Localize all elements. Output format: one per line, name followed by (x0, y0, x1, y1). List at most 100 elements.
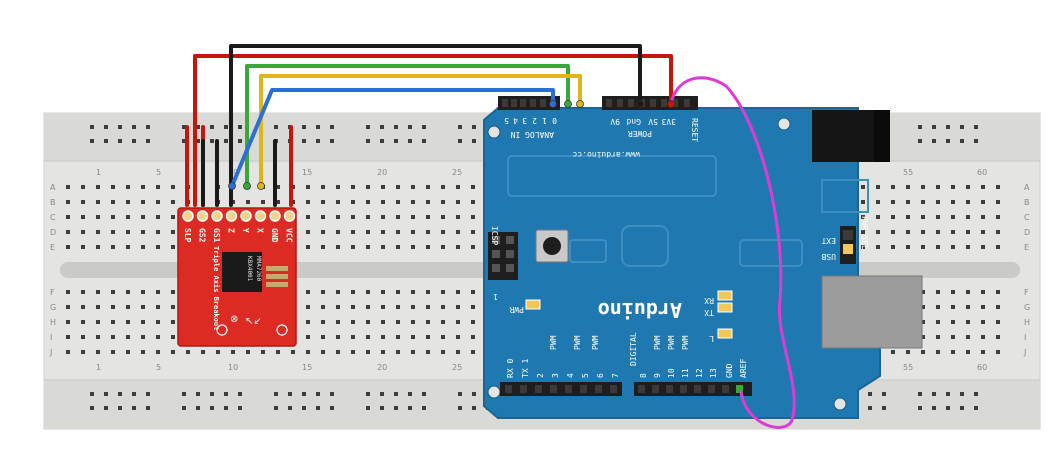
breadboard-hole (906, 245, 910, 249)
breadboard-hole (366, 320, 370, 324)
pwm-label: PWM (591, 335, 600, 350)
breadboard-hole (441, 185, 445, 189)
z-axis-wire (230, 88, 555, 188)
breadboard-hole (210, 406, 214, 410)
breadboard-hole (224, 125, 228, 129)
breadboard-hole (156, 305, 160, 309)
breadboard-hole (396, 350, 400, 354)
breadboard-hole (330, 406, 334, 410)
mounting-hole (833, 397, 847, 411)
breadboard-hole (876, 215, 880, 219)
usb-label: USB (821, 252, 836, 261)
breadboard-hole (132, 125, 136, 129)
col-number: 20 (377, 168, 387, 177)
breadboard-hole (81, 350, 85, 354)
wire-endpoint (667, 100, 675, 108)
breadboard-hole (921, 350, 925, 354)
digital-pin-label: 10 (667, 368, 676, 378)
breadboard-hole (936, 320, 940, 324)
pwm-label: PWM (549, 335, 558, 350)
breadboard-hole (411, 305, 415, 309)
breadboard-hole (336, 290, 340, 294)
breadboard-hole (171, 335, 175, 339)
breadboard-hole (96, 245, 100, 249)
breadboard-hole (441, 245, 445, 249)
breadboard-hole (861, 185, 865, 189)
breadboard-hole (66, 185, 70, 189)
breadboard-hole (171, 185, 175, 189)
breadboard-hole (456, 350, 460, 354)
breadboard-hole (81, 305, 85, 309)
digital-pin-label: 4 (566, 373, 575, 378)
breadboard-hole (306, 350, 310, 354)
breadboard-hole (471, 245, 475, 249)
breadboard-hole (336, 320, 340, 324)
breadboard-hole (966, 335, 970, 339)
wires (185, 44, 796, 429)
breadboard-hole (96, 290, 100, 294)
breadboard-hole (66, 290, 70, 294)
breadboard-hole (351, 245, 355, 249)
breadboard-hole (471, 200, 475, 204)
breadboard-hole (96, 230, 100, 234)
row-letter: I (50, 333, 52, 342)
breadboard-hole (861, 200, 865, 204)
digital-pin-label: 6 (596, 373, 605, 378)
breadboard-hole (141, 350, 145, 354)
col-number: 5 (156, 168, 161, 177)
breadboard-hole (458, 406, 462, 410)
col-number: 55 (903, 168, 913, 177)
gnd-pin-label: GND (725, 363, 734, 378)
power-pin-label: Gnd (626, 117, 641, 126)
breadboard-hole (321, 305, 325, 309)
col-number: 60 (977, 363, 987, 372)
col-number: 10 (228, 168, 238, 177)
breadboard-hole (96, 200, 100, 204)
breadboard-hole (104, 392, 108, 396)
breadboard-hole (396, 290, 400, 294)
breadboard-hole (396, 185, 400, 189)
breadboard-hole (111, 305, 115, 309)
breadboard-hole (141, 305, 145, 309)
breadboard-hole (891, 215, 895, 219)
breadboard-hole (156, 200, 160, 204)
row-letter: G (1024, 303, 1030, 312)
breadboard-hole (411, 290, 415, 294)
breadboard-hole (456, 185, 460, 189)
breadboard-hole (126, 200, 130, 204)
row-letter: H (50, 318, 56, 327)
breadboard-hole (921, 245, 925, 249)
breadboard-hole (974, 392, 978, 396)
breadboard-hole (951, 305, 955, 309)
breadboard-hole (981, 350, 985, 354)
breadboard-hole (380, 392, 384, 396)
breadboard-hole (966, 305, 970, 309)
digital-pin-label: 13 (709, 368, 718, 378)
breadboard-hole (411, 215, 415, 219)
component-outline (569, 239, 607, 263)
breadboard-hole (141, 290, 145, 294)
analog-pin-label: 3 (522, 116, 527, 125)
breadboard-hole (171, 350, 175, 354)
breadboard-hole (966, 185, 970, 189)
reset-button-cap[interactable] (543, 237, 561, 255)
breadboard-hole (336, 335, 340, 339)
breadboard-hole (918, 406, 922, 410)
aref-wire (669, 76, 796, 429)
row-letter: D (50, 228, 56, 237)
breadboard-hole (381, 245, 385, 249)
breadboard-hole (246, 350, 250, 354)
breadboard-hole (876, 185, 880, 189)
digital-pin-label: TX 1 (521, 359, 530, 378)
pin-pad-gs1 (211, 210, 223, 222)
breadboard-hole (921, 290, 925, 294)
breadboard-hole (306, 290, 310, 294)
breadboard-hole (966, 215, 970, 219)
breadboard-hole (918, 139, 922, 143)
processor-outline (507, 155, 717, 197)
breadboard-hole (861, 230, 865, 234)
breadboard-hole (471, 320, 475, 324)
digital-header-high (634, 382, 752, 396)
pin-label-vcc: VCC (285, 228, 294, 243)
